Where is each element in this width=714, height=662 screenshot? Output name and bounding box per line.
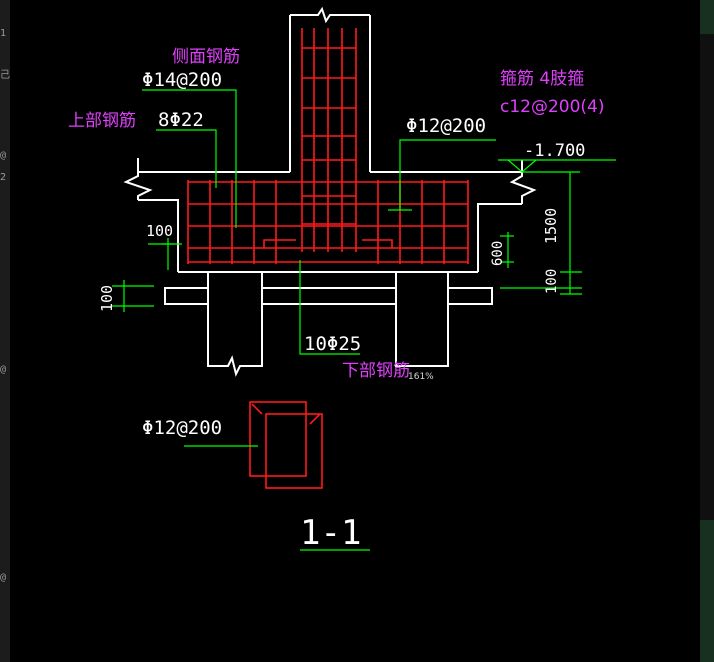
section-title: 1-1 [300, 513, 361, 553]
elevation-label: -1.700 [524, 141, 585, 161]
bottom-rebar-spec: 10Φ25 [304, 333, 361, 355]
right-panel-band [700, 520, 714, 662]
dimension-100-left: 100 [146, 222, 173, 240]
annotations: 侧面钢筋 Φ14@200 上部钢筋 8Φ22 箍筋 4肢箍 c12@200(4)… [68, 47, 605, 553]
dimension-100-bottom-left: 100 [98, 285, 116, 312]
stirrup-detail [249, 401, 323, 489]
left-panel-text: 1 [0, 28, 7, 39]
right-panel-strip [700, 0, 714, 662]
rebar-cage [187, 28, 469, 264]
left-panel-text: @ [0, 572, 7, 583]
left-panel-text: 己 [0, 70, 10, 81]
stirrup-title: 箍筋 4肢箍 [500, 69, 584, 89]
left-panel-text: @ [0, 364, 7, 375]
stirrup-mid-spec: Φ12@200 [406, 115, 486, 137]
stirrup-spec: c12@200(4) [500, 97, 605, 117]
top-rebar-label: 上部钢筋 [68, 111, 136, 131]
concrete-outline [123, 6, 537, 377]
side-rebar-label: 侧面钢筋 [172, 47, 240, 67]
left-panel-text: 2 [0, 172, 7, 183]
dimension-600: 600 [490, 241, 506, 266]
top-rebar-spec: 8Φ22 [158, 109, 204, 131]
bottom-rebar-label: 下部钢筋 [342, 361, 410, 381]
side-rebar-spec: Φ14@200 [142, 69, 222, 91]
leader-lines [112, 89, 616, 551]
dimension-1500: 1500 [542, 208, 560, 244]
left-panel-strip: 1 己 @ 2 @ @ [0, 0, 10, 662]
right-panel-band [700, 0, 714, 34]
dimension-100-right: 100 [544, 269, 560, 294]
left-panel-text: @ [0, 150, 7, 161]
stirrup-detail-spec: Φ12@200 [142, 417, 222, 439]
zoom-level: 161% [408, 372, 434, 382]
